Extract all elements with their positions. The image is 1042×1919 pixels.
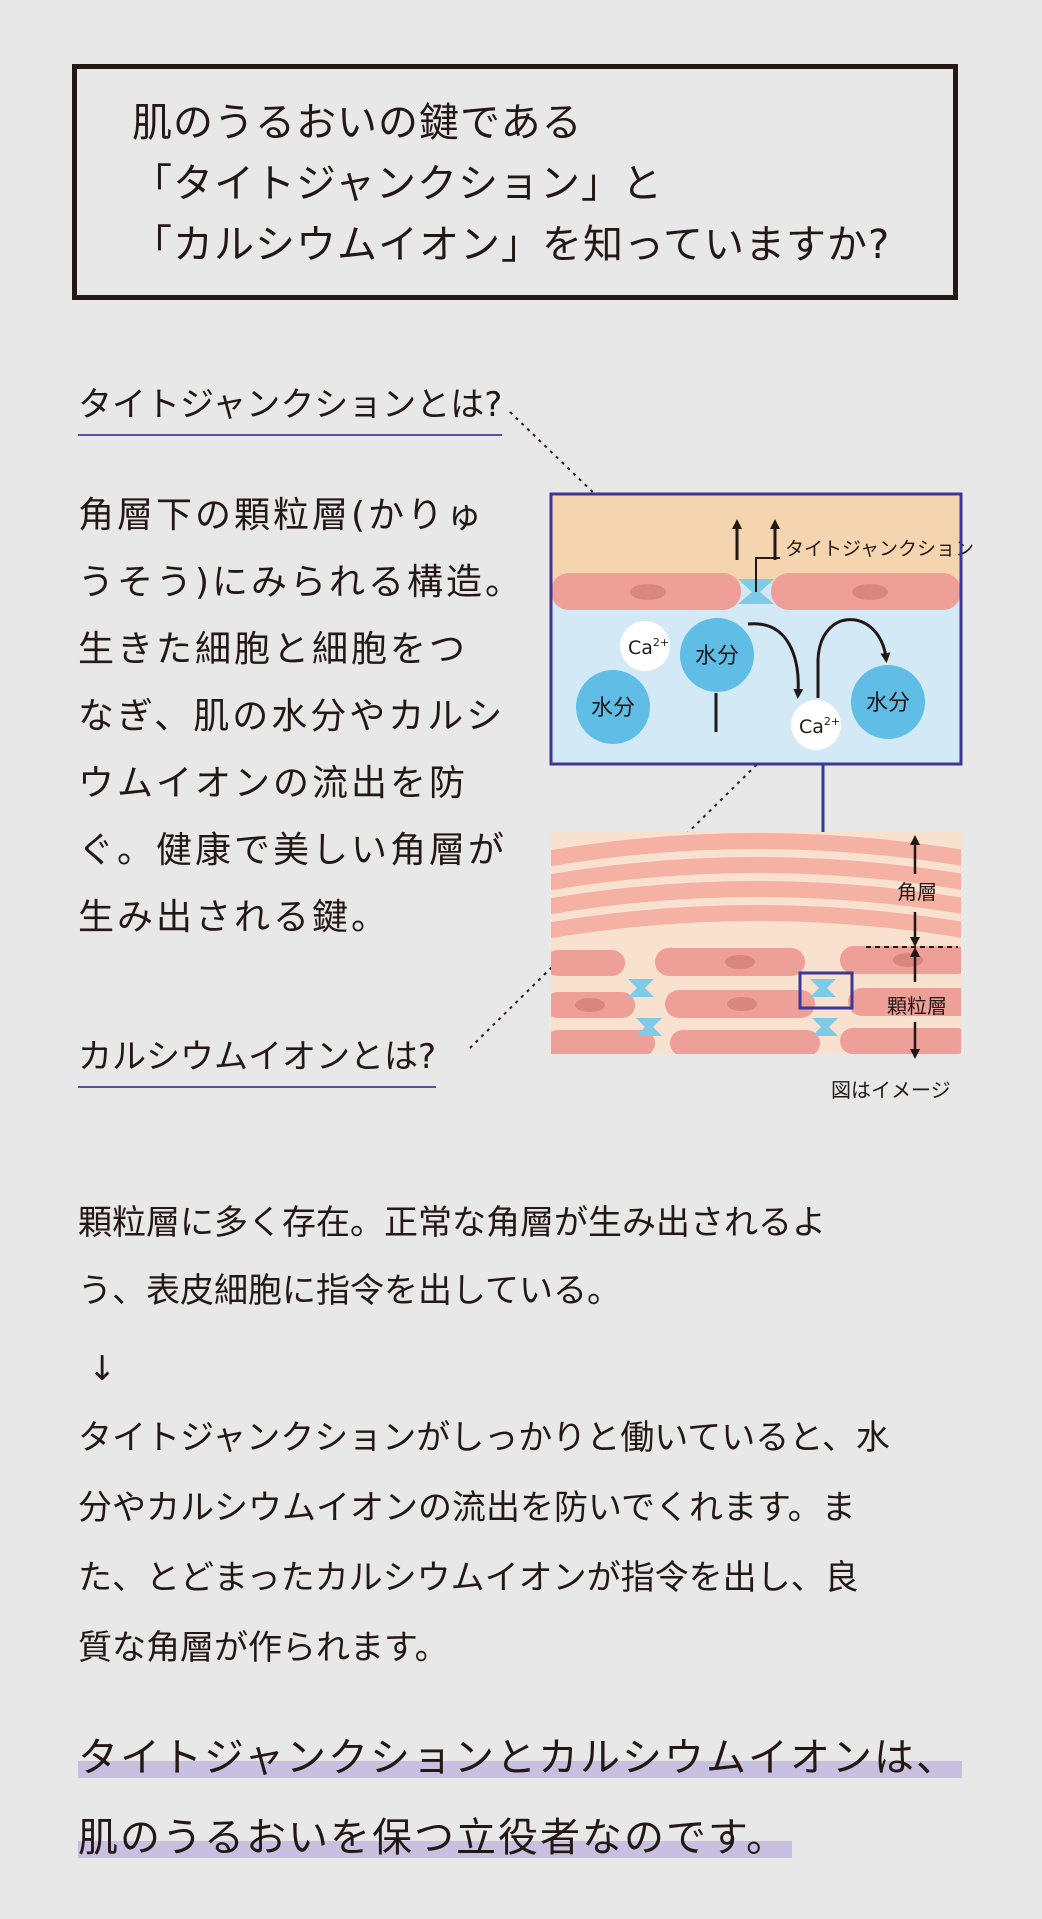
calcium-paragraph-line: 分やカルシウムイオンの流出を防いでくれます。ま <box>78 1488 856 1528</box>
water-label: 水分 <box>695 644 739 669</box>
water-molecule <box>851 665 925 739</box>
title-line-3: 「カルシウムイオン」を知っていますか? <box>132 222 891 268</box>
tj-desc-line: うそう)にみられる構造。 <box>78 562 525 603</box>
tj-desc-line: なぎ、肌の水分やカルシ <box>78 696 506 737</box>
ca-label: Ca2+ <box>628 636 669 659</box>
title-box: 肌のうるおいの鍵である 「タイトジャンクション」と 「カルシウムイオン」を知って… <box>72 64 958 300</box>
granular-layer-label: 顆粒層 <box>887 994 947 1018</box>
skin-cross-section <box>551 832 961 1054</box>
calcium-paragraph-line: 質な角層が作られます。 <box>78 1628 449 1668</box>
tj-label: タイトジャンクション <box>785 538 974 560</box>
cell-nucleus <box>630 584 666 600</box>
calcium-paragraph-line: う、表皮細胞に指令を出している。 <box>78 1271 621 1311</box>
calcium-ion <box>620 621 670 671</box>
tj-desc-line: 生きた細胞と細胞をつ <box>78 629 469 670</box>
title-line-1: 肌のうるおいの鍵である <box>132 100 583 146</box>
down-arrow-icon: ↓ <box>88 1349 117 1389</box>
tight-junction-description: 角層下の顆粒層(かりゅ うそう)にみられる構造。 生きた細胞と細胞をつ なぎ、肌… <box>78 482 525 951</box>
cell-nucleus <box>852 584 888 600</box>
calcium-paragraph-line: 顆粒層に多く存在。正常な角層が生み出されるよ <box>78 1203 826 1243</box>
tj-desc-line: ウムイオンの流出を防 <box>78 763 469 804</box>
ca-label: Ca2+ <box>799 715 840 738</box>
calcium-paragraph-line: た、とどまったカルシウムイオンが指令を出し、良 <box>78 1558 859 1598</box>
blocked-flow-arrow <box>747 622 804 699</box>
tight-junction-heading: タイトジャンクションとは? <box>78 388 503 436</box>
conclusion-line: タイトジャンクションとカルシウムイオンは、 <box>78 1738 962 1778</box>
diagram-caption: 図はイメージ <box>831 1078 951 1102</box>
blocked-flow-arrow <box>816 618 891 698</box>
tj-label-leader <box>755 557 780 592</box>
zoom-inset: タイトジャンクション Ca2+ 水分 水分 水分 Ca2+ <box>549 492 974 766</box>
calcium-ion <box>791 700 841 750</box>
water-molecule <box>680 618 754 692</box>
calcium-heading: カルシウムイオンとは? <box>78 1040 437 1088</box>
stratum-corneum-label: 角層 <box>897 880 937 904</box>
inset-border <box>549 492 963 766</box>
zoom-source-box <box>798 971 854 1010</box>
tj-desc-line: ぐ。健康で美しい角層が <box>78 830 508 871</box>
tj-desc-line: 生み出される鍵。 <box>78 897 391 938</box>
water-label: 水分 <box>866 691 910 716</box>
title-line-2: 「タイトジャンクション」と <box>132 161 663 207</box>
water-molecule <box>576 670 650 744</box>
water-label: 水分 <box>591 696 635 721</box>
tj-desc-line: 角層下の顆粒層(かりゅ <box>78 495 486 536</box>
conclusion-line: 肌のうるおいを保つ立役者なのです。 <box>78 1818 792 1858</box>
calcium-paragraph-line: タイトジャンクションがしっかりと働いていると、水 <box>78 1418 890 1458</box>
